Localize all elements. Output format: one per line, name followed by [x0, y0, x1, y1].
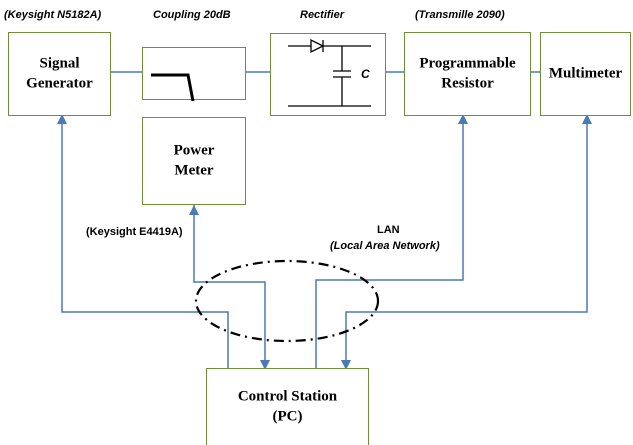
signal-generator-box: Signal Generator [8, 32, 111, 116]
rectifier-circuit-icon [288, 38, 371, 107]
control-station-label: Control Station (PC) [237, 388, 338, 425]
power-meter-label: Power Meter [173, 142, 215, 179]
programmable-resistor-box: Programmable Resistor [404, 32, 531, 116]
lan-label: LAN [377, 224, 400, 236]
arrow-to-control-station-left [260, 360, 270, 370]
arrow-to-signal-generator [57, 114, 67, 124]
programmable-resistor-label: Programmable Resistor [419, 55, 516, 92]
coupler-box [142, 47, 246, 101]
lan-wire-programmable-resistor [315, 116, 464, 368]
arrow-to-control-station-right [341, 360, 351, 370]
control-station-box: Control Station (PC) [206, 368, 369, 445]
multimeter-box: Multimeter [540, 32, 631, 116]
multimeter-label: Multimeter [548, 65, 623, 82]
resistor-model-label: (Transmille 2090) [415, 9, 505, 21]
coupler-line-icon [151, 73, 195, 101]
arrow-to-multimeter [582, 114, 592, 124]
rectifier-label: Rectifier [300, 9, 345, 21]
power-meter-model-label: (Keysight E4419A) [86, 226, 183, 238]
rectifier-box: C [270, 33, 386, 116]
capacitor-label: C [361, 67, 370, 81]
lan-ellipse [194, 259, 380, 343]
signal-generator-model-label: (Keysight N5182A) [4, 9, 102, 21]
coupler-label: Coupling 20dB [153, 9, 231, 21]
lan-wire-signal-generator [61, 116, 229, 368]
signal-generator-label: Signal Generator [26, 55, 93, 92]
power-meter-box: Power Meter [142, 117, 246, 205]
lan-full-label: (Local Area Network) [330, 240, 440, 252]
lan-wire-power-meter [193, 205, 266, 368]
lan-wire-multimeter [345, 116, 588, 368]
arrow-to-power-meter [189, 205, 199, 215]
arrow-to-programmable-resistor [458, 114, 468, 124]
